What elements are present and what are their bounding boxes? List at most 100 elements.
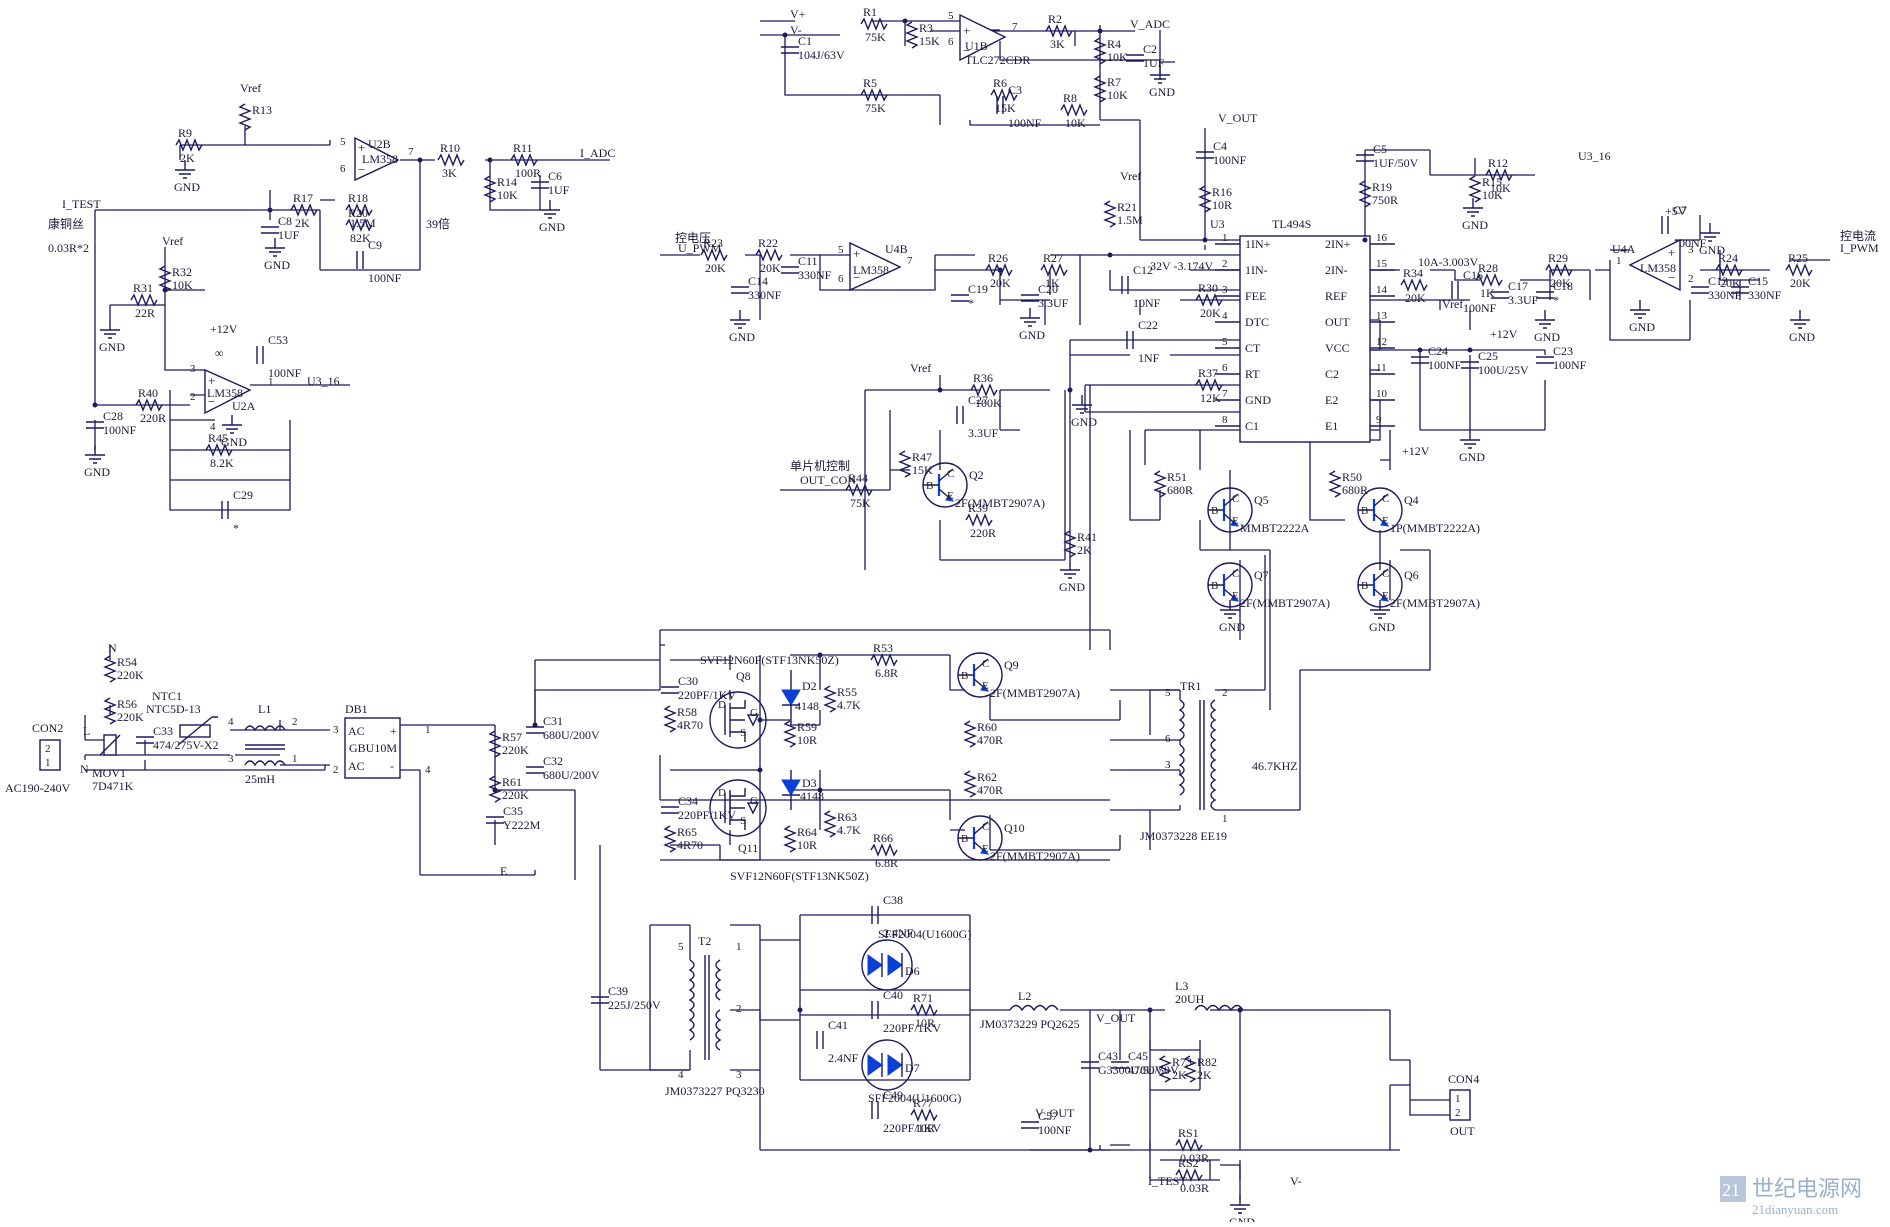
capacitor-value: 330NF xyxy=(1708,288,1742,302)
tl494-pin-name: C1 xyxy=(1245,419,1259,433)
resistor-value: 15K xyxy=(919,34,940,48)
d6-part: SFF2004(U1600G) xyxy=(878,927,971,941)
net-v-out-3: V_OUT xyxy=(1035,1106,1075,1120)
transistor-ref: Q5 xyxy=(1254,493,1269,507)
ground-symbol: GND xyxy=(1369,600,1395,634)
net-gnd: GND xyxy=(1789,330,1815,344)
transistor-ref: Q4 xyxy=(1404,493,1419,507)
resistor-value: 10K xyxy=(1107,88,1128,102)
bjt-layer: BCEQ22F(MMBT2907A)BCEQ5MMBT2222ABCEQ41P(… xyxy=(922,462,1480,863)
u1b-minus: − xyxy=(963,43,970,58)
capacitor-value: 680U/200V xyxy=(543,768,600,782)
resistor-ref: R47 xyxy=(912,450,932,464)
resistor-value: 3K xyxy=(1050,37,1065,51)
l2-val: JM0373229 PQ2625 xyxy=(980,1017,1080,1031)
resistor-ref: R32 xyxy=(172,265,192,279)
ground-symbol: GND xyxy=(264,238,290,272)
capacitor-value: 474/275V-X2 xyxy=(153,738,219,752)
l1-val: 25mH xyxy=(245,772,275,786)
svg-text:1: 1 xyxy=(736,941,742,953)
capacitor-ref: C43 xyxy=(1098,1049,1118,1063)
capacitor-ref: C6 xyxy=(548,169,562,183)
net-v-adc: V_ADC xyxy=(1130,17,1170,31)
capacitor-ref: C19 xyxy=(968,282,988,296)
resistor-ref: R25 xyxy=(1788,251,1808,265)
svg-text:5: 5 xyxy=(948,10,954,22)
tr1-part: JM0373228 EE19 xyxy=(1140,829,1227,843)
ground-symbol: GND xyxy=(99,320,125,354)
capacitor-value: 470U/50V xyxy=(1128,1063,1179,1077)
resistor-value: 10K xyxy=(1107,50,1128,64)
resistor-value: 680R xyxy=(1167,483,1193,497)
svg-text:21: 21 xyxy=(1722,1180,1740,1200)
capacitor-value: 1UF/50V xyxy=(1373,156,1419,170)
u2b-ref: U2B xyxy=(368,137,391,151)
svg-text:3: 3 xyxy=(333,724,339,736)
resistor-ref: R18 xyxy=(348,191,368,205)
resistor-ref: R58 xyxy=(677,705,697,719)
tr1-freq: 46.7KHZ xyxy=(1252,759,1298,773)
svg-text:3: 3 xyxy=(736,1069,742,1081)
resistor-value: 10K xyxy=(1482,188,1503,202)
resistor-value: 100K xyxy=(975,396,1002,410)
tl494-pin-num: 11 xyxy=(1376,362,1387,374)
resistor-ref: R51 xyxy=(1167,470,1187,484)
capacitor-value: 3.3UF xyxy=(968,426,999,440)
junction-dot xyxy=(817,652,823,658)
capacitor-value: 100NF xyxy=(268,366,302,380)
net-e: E xyxy=(500,864,507,878)
svg-text:2: 2 xyxy=(45,743,51,755)
capacitor-ref: C5 xyxy=(1373,142,1387,156)
wires xyxy=(84,20,1830,1200)
d6-ref: D6 xyxy=(905,964,920,978)
capacitor-ref: C4 xyxy=(1213,139,1227,153)
resistor-value: 10R xyxy=(1212,198,1232,212)
resistor-value: 2K xyxy=(1077,543,1092,557)
l2-ref: L2 xyxy=(1018,989,1031,1003)
d7-part: SFF2004(U1600G) xyxy=(868,1091,961,1105)
resistor-value: 4.7K xyxy=(837,698,861,712)
resistor-ref: RS2 xyxy=(1178,1156,1199,1170)
resistor-ref: R54 xyxy=(117,655,137,669)
net-labels: V+ V- V_ADC I_ADC I_TEST I_TEST Vref Vre… xyxy=(48,7,1879,1188)
u1b-part: TLC272CDR xyxy=(965,53,1030,67)
resistor-value: 10K xyxy=(1490,181,1511,195)
resistor-value: 1.5M xyxy=(1117,213,1143,227)
resistor-ref: R26 xyxy=(988,251,1008,265)
junction-dot xyxy=(782,32,788,38)
resistor-ref: R15 xyxy=(1482,175,1502,189)
u2a-ref: U2A xyxy=(232,399,256,413)
svg-text:+: + xyxy=(390,724,397,738)
u4b-part: LM358 xyxy=(853,263,889,277)
u4a-part: LM358 xyxy=(1640,261,1676,275)
resistor-value: 100R xyxy=(515,166,541,180)
net-v-out-1: V_OUT xyxy=(1218,111,1258,125)
capacitor-ref: C22 xyxy=(1138,318,1158,332)
ground-symbol: GND xyxy=(1789,310,1815,344)
svg-text:7: 7 xyxy=(907,255,913,267)
svg-text:B: B xyxy=(961,670,968,682)
capacitor-ref: C18 xyxy=(1553,279,1573,293)
svg-text:C: C xyxy=(1382,493,1389,505)
net-gnd: GND xyxy=(1229,1215,1255,1222)
net-gnd: GND xyxy=(1019,328,1045,342)
